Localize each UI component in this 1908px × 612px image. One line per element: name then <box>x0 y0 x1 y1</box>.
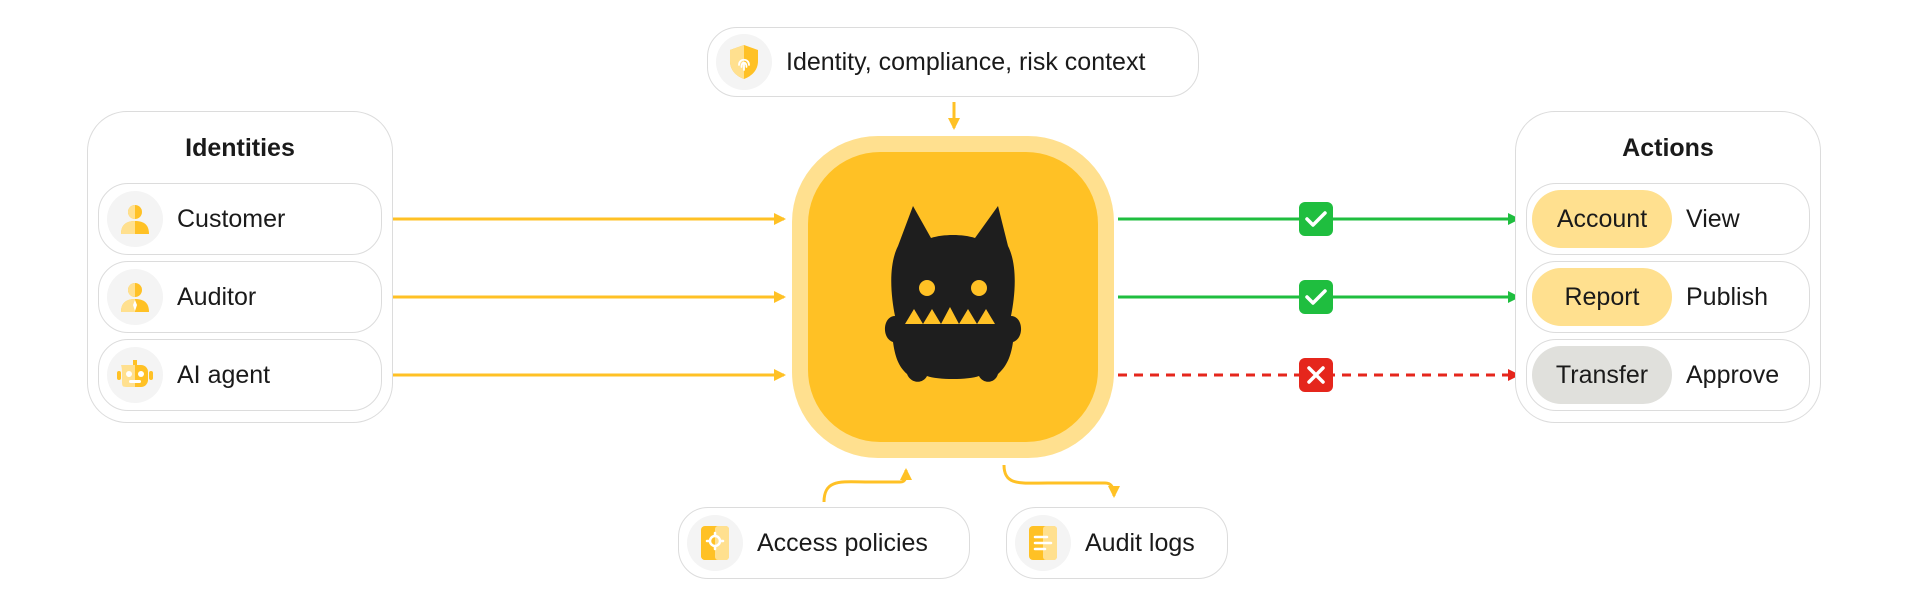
shield-fingerprint-icon <box>716 34 772 90</box>
check-icon <box>1299 202 1333 236</box>
authorization-engine <box>792 136 1114 458</box>
action-label: Publish <box>1686 282 1768 311</box>
check-icon <box>1299 280 1333 314</box>
monster-mascot-icon <box>884 206 1022 382</box>
arrow-logs <box>1002 464 1120 498</box>
audit-logs-pill[interactable]: Audit logs <box>1006 507 1228 579</box>
logs-label: Audit logs <box>1085 528 1195 557</box>
identity-label: Auditor <box>177 282 257 311</box>
policies-label: Access policies <box>757 528 928 557</box>
identity-label: AI agent <box>177 360 271 389</box>
context-label: Identity, compliance, risk context <box>786 47 1146 76</box>
action-row-account[interactable]: Account View <box>1526 183 1810 255</box>
identity-customer[interactable]: Customer <box>98 183 382 255</box>
access-policies-pill[interactable]: Access policies <box>678 507 970 579</box>
context-pill: Identity, compliance, risk context <box>707 27 1199 97</box>
auditor-icon <box>107 269 163 325</box>
resource-tag: Account <box>1532 190 1672 248</box>
robot-icon <box>107 347 163 403</box>
identity-auditor[interactable]: Auditor <box>98 261 382 333</box>
identities-title: Identities <box>185 134 295 162</box>
resource-tag: Transfer <box>1532 346 1672 404</box>
log-doc-icon <box>1015 515 1071 571</box>
action-row-report[interactable]: Report Publish <box>1526 261 1810 333</box>
action-label: View <box>1686 204 1740 233</box>
action-row-transfer[interactable]: Transfer Approve <box>1526 339 1810 411</box>
actions-title: Actions <box>1622 134 1714 162</box>
identity-label: Customer <box>177 204 286 233</box>
identity-ai-agent[interactable]: AI agent <box>98 339 382 411</box>
arrow-policies <box>822 468 912 503</box>
resource-tag: Report <box>1532 268 1672 326</box>
person-icon <box>107 191 163 247</box>
policy-doc-icon <box>687 515 743 571</box>
action-label: Approve <box>1686 360 1780 389</box>
x-icon <box>1299 358 1333 392</box>
